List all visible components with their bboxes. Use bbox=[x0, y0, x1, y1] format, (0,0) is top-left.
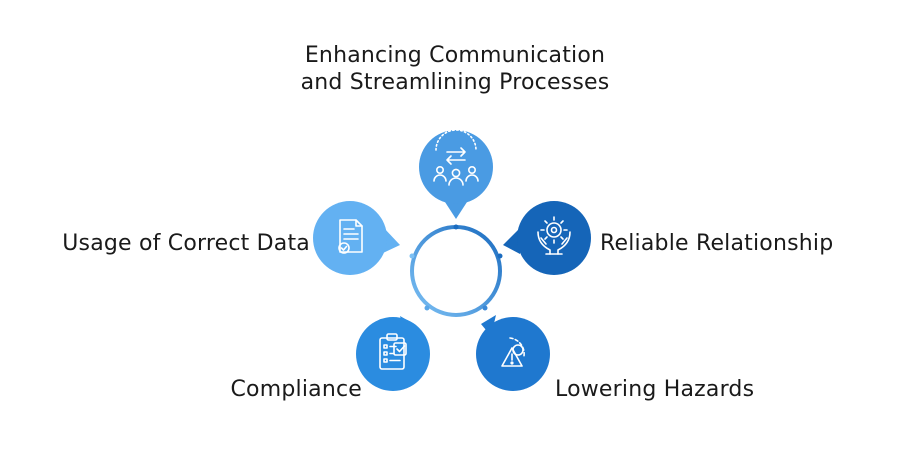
node-top bbox=[419, 129, 493, 219]
node-top-label: Enhancing Communication and Streamlining… bbox=[300, 43, 610, 95]
document-check-icon bbox=[338, 219, 363, 254]
node-left-label: Usage of Correct Data bbox=[62, 231, 310, 256]
node-left-pointer bbox=[383, 227, 400, 253]
ring-dot-top bbox=[453, 224, 459, 230]
node-top-pointer bbox=[445, 202, 467, 219]
ring-dot-right bbox=[497, 253, 503, 259]
clipboard-checklist-icon bbox=[379, 333, 407, 370]
node-bottom-right-circle bbox=[476, 317, 550, 391]
node-left-circle bbox=[313, 201, 387, 275]
node-bottom-right-label: Lowering Hazards bbox=[555, 377, 755, 402]
ring-dot-bottom-right bbox=[482, 305, 488, 311]
node-bottom-right bbox=[476, 315, 550, 391]
node-right-pointer bbox=[503, 228, 520, 254]
node-right-label: Reliable Relationship bbox=[600, 231, 834, 256]
center-ring bbox=[410, 225, 502, 317]
hands-gear-icon bbox=[537, 216, 571, 255]
node-bottom-left bbox=[356, 316, 430, 391]
ring-dot-left bbox=[409, 253, 415, 259]
node-top-circle bbox=[419, 130, 493, 204]
node-right bbox=[503, 201, 591, 275]
ring-dot-bottom-left bbox=[424, 305, 430, 311]
node-bottom-left-label: Compliance bbox=[230, 377, 362, 402]
hazard-gear-icon bbox=[501, 337, 525, 367]
node-left bbox=[313, 201, 400, 275]
node-right-circle bbox=[517, 201, 591, 275]
team-exchange-icon bbox=[433, 129, 479, 186]
